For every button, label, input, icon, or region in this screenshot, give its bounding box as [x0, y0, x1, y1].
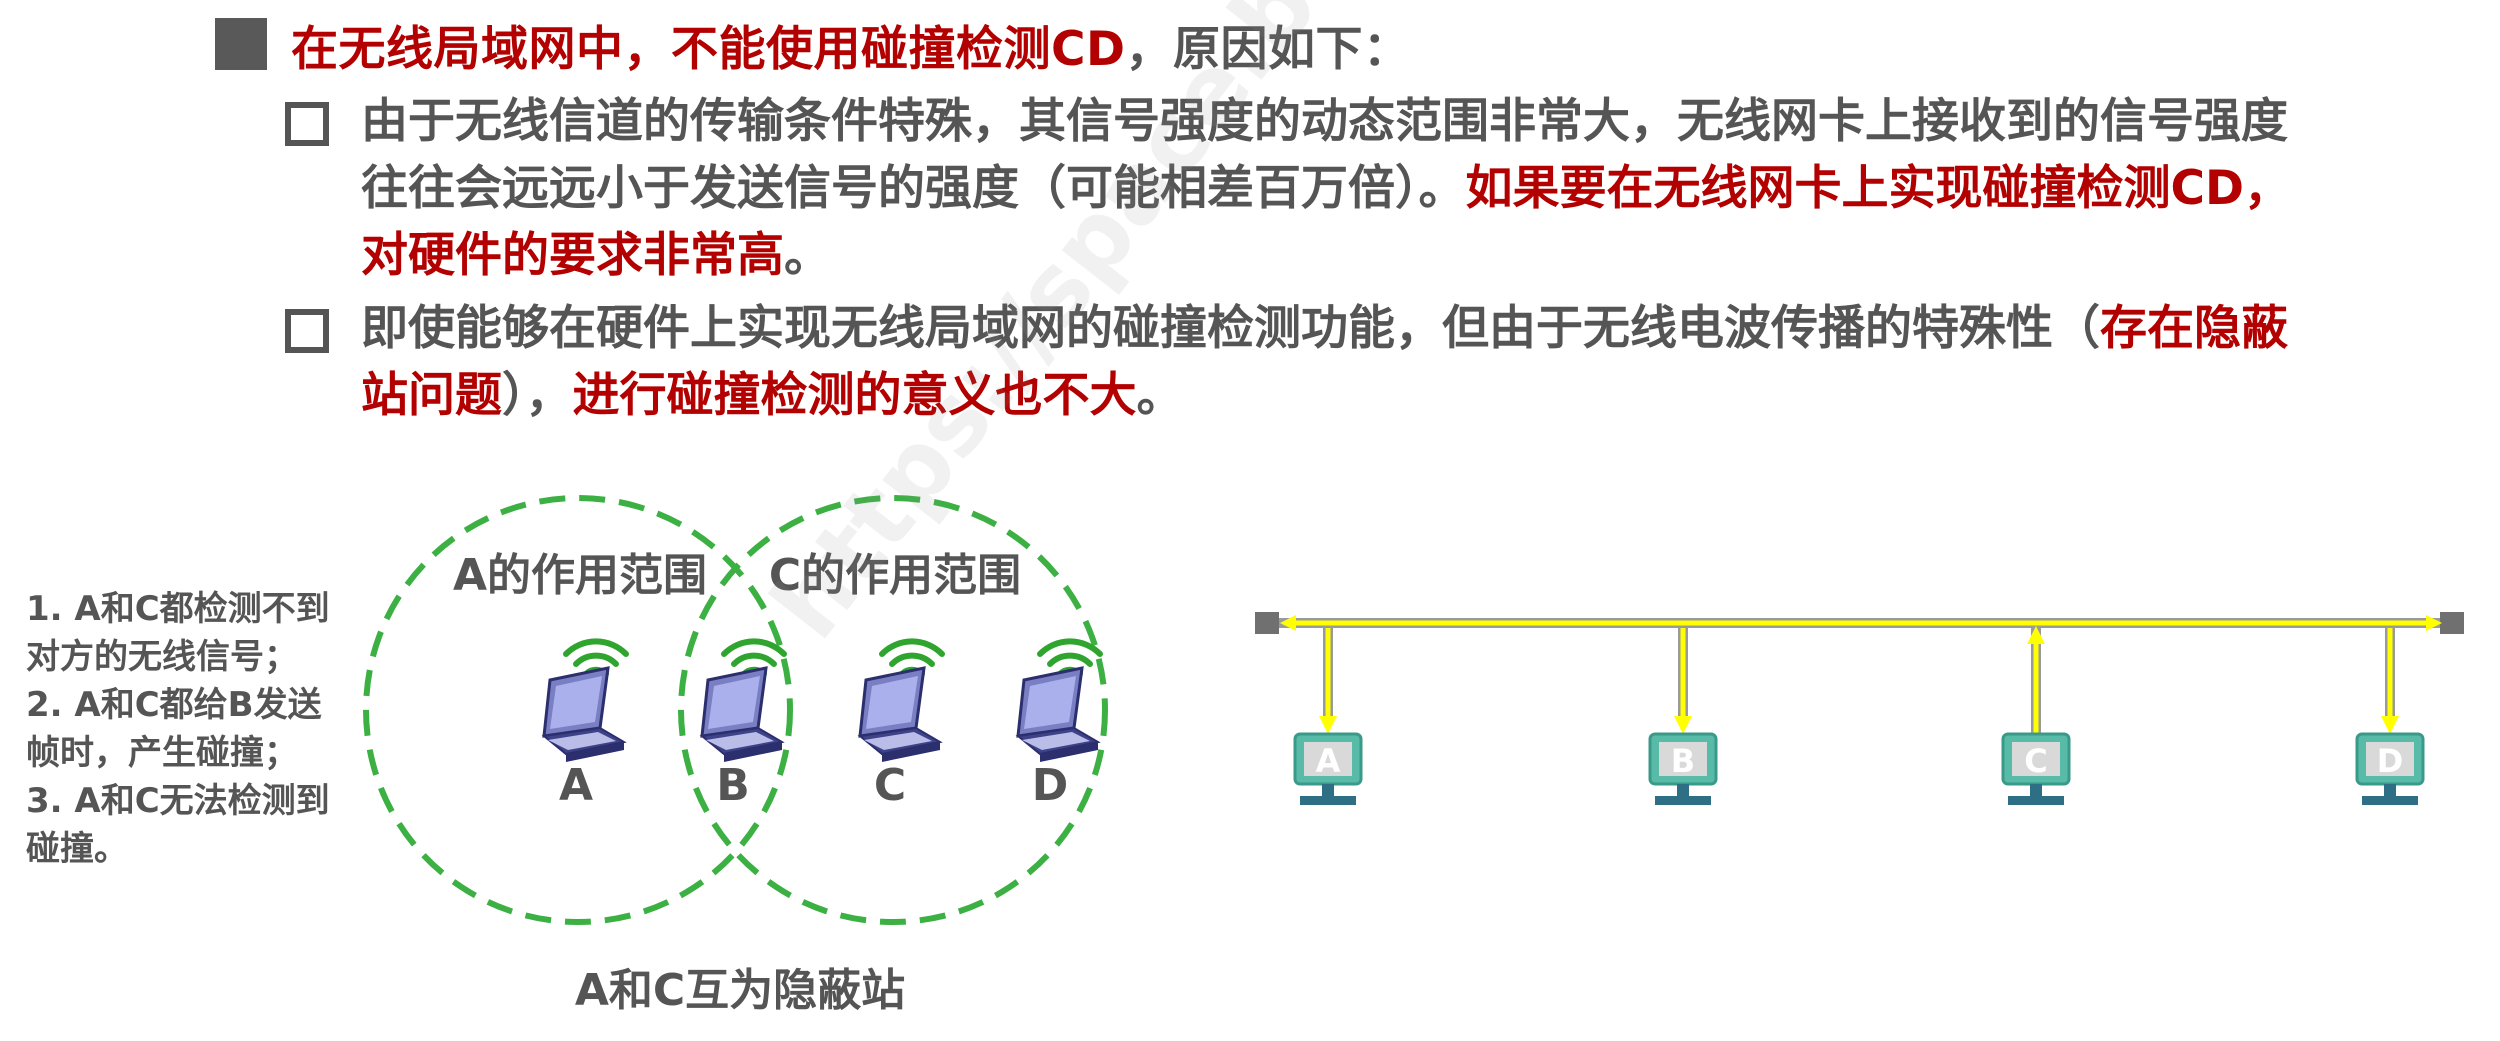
- svg-text:A: A: [1316, 742, 1341, 780]
- range-circle-c: [678, 495, 1108, 925]
- bus-diagram: A B C D: [1255, 612, 2464, 807]
- bus-terminator-right: [2440, 612, 2464, 634]
- svg-text:C: C: [2024, 742, 2047, 780]
- heading: 在无线局域网中，不能使用碰撞检测CD，原因如下：: [215, 10, 1411, 79]
- bus-station-c: C: [2001, 732, 2071, 807]
- side-note-3: 3. A和C无法检测到 碰撞。: [26, 781, 330, 869]
- heading-gray-text: ，原因如下：: [1125, 21, 1411, 77]
- svg-text:B: B: [1671, 742, 1695, 780]
- laptop-icon: [1016, 666, 1100, 764]
- svg-text:D: D: [2377, 742, 2404, 780]
- laptop-icon: [700, 666, 784, 764]
- laptop-icon: [542, 666, 626, 764]
- bullet-1-text: 由于无线信道的传输条件特殊，其信号强度的动态范围非常大，无线网卡上接收到的信号强…: [361, 94, 2292, 283]
- bus-arrow-right-icon: [2426, 615, 2442, 631]
- checkbox-icon: [285, 309, 329, 353]
- heading-bullet-icon: [215, 18, 267, 70]
- bus-arrow-left-icon: [1280, 615, 1296, 631]
- hidden-station-caption: A和C互为隐蔽站: [575, 965, 905, 1016]
- checkbox-icon: [285, 102, 329, 146]
- bullet-1: 由于无线信道的传输条件特殊，其信号强度的动态范围非常大，无线网卡上接收到的信号强…: [285, 88, 2325, 289]
- side-note-2: 2. A和C都给B发送 帧时，产生碰撞；: [26, 685, 322, 773]
- up-arrow-icon: [2027, 626, 2045, 644]
- bus-station-a: A: [1293, 732, 1363, 807]
- range-a-label: A的作用范围: [453, 550, 707, 601]
- station-label: C: [874, 760, 906, 811]
- station-label: D: [1032, 760, 1069, 811]
- bus-station-d: D: [2355, 732, 2425, 807]
- heading-red-text: 在无线局域网中，不能使用碰撞检测CD: [291, 21, 1126, 77]
- drop-arrow-icon: [1319, 716, 1337, 734]
- wireless-station-a: A: [542, 641, 626, 811]
- drop-arrow-icon: [2381, 716, 2399, 734]
- range-c-label: C的作用范围: [769, 550, 1021, 601]
- side-notes: 1. A和C都检测不到 对方的无线信号； 2. A和C都给B发送 帧时，产生碰撞…: [26, 585, 356, 873]
- wireless-station-b: B: [700, 641, 784, 811]
- wireless-station-d: D: [1016, 641, 1100, 811]
- wireless-station-c: C: [858, 641, 942, 811]
- station-label: A: [559, 760, 593, 811]
- laptop-icon: [858, 666, 942, 764]
- range-circle-a: [363, 495, 793, 925]
- side-note-1: 1. A和C都检测不到 对方的无线信号；: [26, 589, 330, 677]
- bullet-2: 即使能够在硬件上实现无线局域网的碰撞检测功能，但由于无线电波传播的特殊性（存在隐…: [285, 295, 2325, 429]
- drop-arrow-icon: [1674, 716, 1692, 734]
- bus-terminator-left: [1255, 612, 1279, 634]
- station-label: B: [716, 760, 750, 811]
- bullet-2-text: 即使能够在硬件上实现无线局域网的碰撞检测功能，但由于无线电波传播的特殊性（存在隐…: [361, 301, 2288, 423]
- bus-station-b: B: [1648, 732, 1718, 807]
- heading-text: 在无线局域网中，不能使用碰撞检测CD，原因如下：: [291, 10, 1411, 79]
